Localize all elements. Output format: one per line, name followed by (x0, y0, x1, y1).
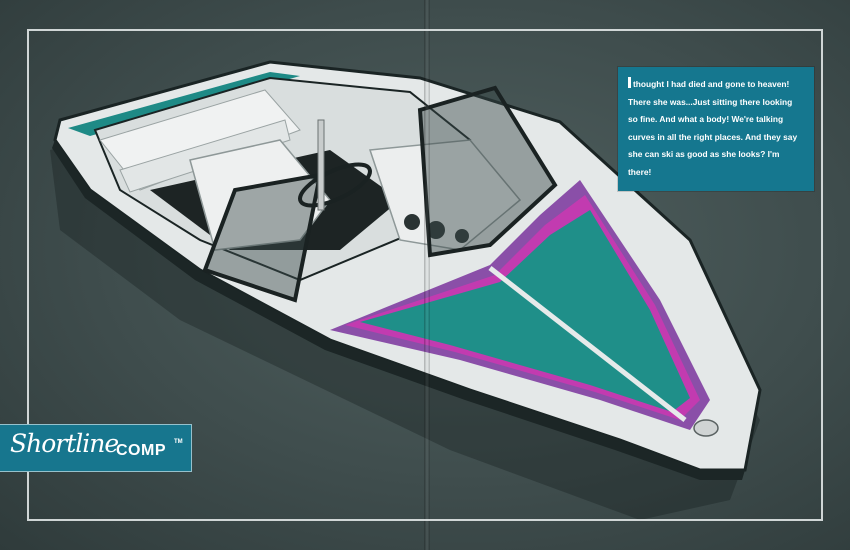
gauge-2 (427, 221, 445, 239)
tower-post (317, 119, 325, 211)
quote-box: thought I had died and gone to heaven! T… (618, 67, 814, 191)
border-frame (27, 29, 823, 521)
steering-wheel (298, 162, 372, 208)
deck-seam (488, 266, 687, 422)
quote-paragraph: thought I had died and gone to heaven! T… (628, 76, 804, 181)
brand-badge: Shortline COMP TM (0, 424, 192, 472)
brand-model-name: COMP (116, 442, 166, 459)
quote-drop-cap (628, 77, 631, 88)
trademark-mark: TM (174, 439, 183, 445)
bow-fitting (693, 419, 719, 437)
driver-seat (189, 139, 331, 251)
page-fold (424, 0, 430, 550)
gauge-1 (404, 214, 420, 230)
brand-script-logo: Shortline (10, 429, 119, 458)
windshield-right (417, 85, 558, 258)
gauge-3 (455, 229, 469, 243)
quote-text: thought I had died and gone to heaven! T… (628, 79, 798, 177)
